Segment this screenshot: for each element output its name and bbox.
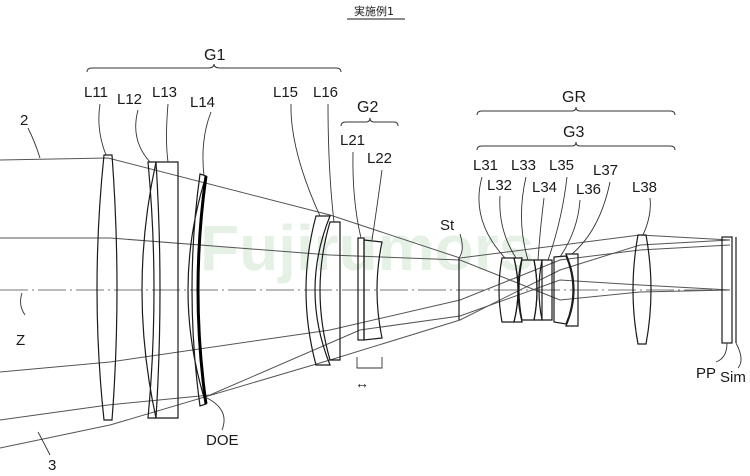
- group-label-g1: G1: [204, 47, 225, 64]
- lens-l32: [513, 257, 523, 323]
- lens-l13: [155, 161, 179, 419]
- label-l16: L16: [313, 84, 338, 101]
- label-l15: L15: [273, 84, 298, 101]
- label-l12: L12: [117, 91, 142, 108]
- lens-l36: [553, 255, 574, 325]
- lens-group-g1: [96, 154, 341, 421]
- label-ray-2: 2: [20, 112, 28, 129]
- group-label-g3: G3: [563, 124, 584, 141]
- label-l38: L38: [632, 179, 657, 196]
- label-l22: L22: [367, 150, 392, 167]
- watermark: Fujirumors: [200, 212, 534, 284]
- label-image-plane-sim: Sim: [720, 369, 746, 386]
- label-l13: L13: [152, 84, 177, 101]
- brace-gr: [476, 106, 676, 116]
- doe-surface: [196, 175, 208, 405]
- focus-bracket: [356, 357, 383, 369]
- lens-group-g3: [498, 234, 652, 345]
- lens-l22: [363, 239, 383, 341]
- brace-g3: [476, 141, 676, 151]
- brace-g2: [340, 117, 399, 127]
- label-l34: L34: [532, 179, 557, 196]
- lens-l37: [565, 253, 579, 327]
- label-doe: DOE: [206, 432, 239, 449]
- label-l36: L36: [576, 181, 601, 198]
- brace-g1: [86, 63, 342, 73]
- group-label-g2: G2: [357, 99, 378, 116]
- lens-l38: [632, 234, 652, 345]
- label-l37: L37: [593, 162, 618, 179]
- label-prism-pp: PP: [696, 365, 716, 382]
- leader-lines: [20, 103, 742, 456]
- lens-l16: [319, 221, 341, 361]
- label-l11: L11: [84, 84, 108, 101]
- label-optical-axis-z: Z: [16, 332, 25, 349]
- group-label-gr: GR: [562, 89, 586, 106]
- focus-move-arrow-icon: ↔: [355, 375, 369, 391]
- label-l21: L21: [340, 132, 365, 149]
- lens-l12: [141, 161, 157, 419]
- label-l35: L35: [549, 157, 574, 174]
- lens-l35: [541, 259, 553, 321]
- label-l32: L32: [487, 177, 512, 194]
- label-ray-3: 3: [48, 457, 56, 474]
- lens-group-g2: ↔: [355, 237, 383, 391]
- rays: [0, 157, 731, 449]
- label-l31: L31: [473, 157, 498, 174]
- label-l14: L14: [190, 94, 215, 111]
- label-l33: L33: [511, 157, 536, 174]
- lens-l15: [305, 215, 331, 366]
- label-stop-st: St: [440, 217, 455, 234]
- lens-l11: [96, 154, 118, 421]
- diagram-title: 実施例1: [354, 4, 394, 18]
